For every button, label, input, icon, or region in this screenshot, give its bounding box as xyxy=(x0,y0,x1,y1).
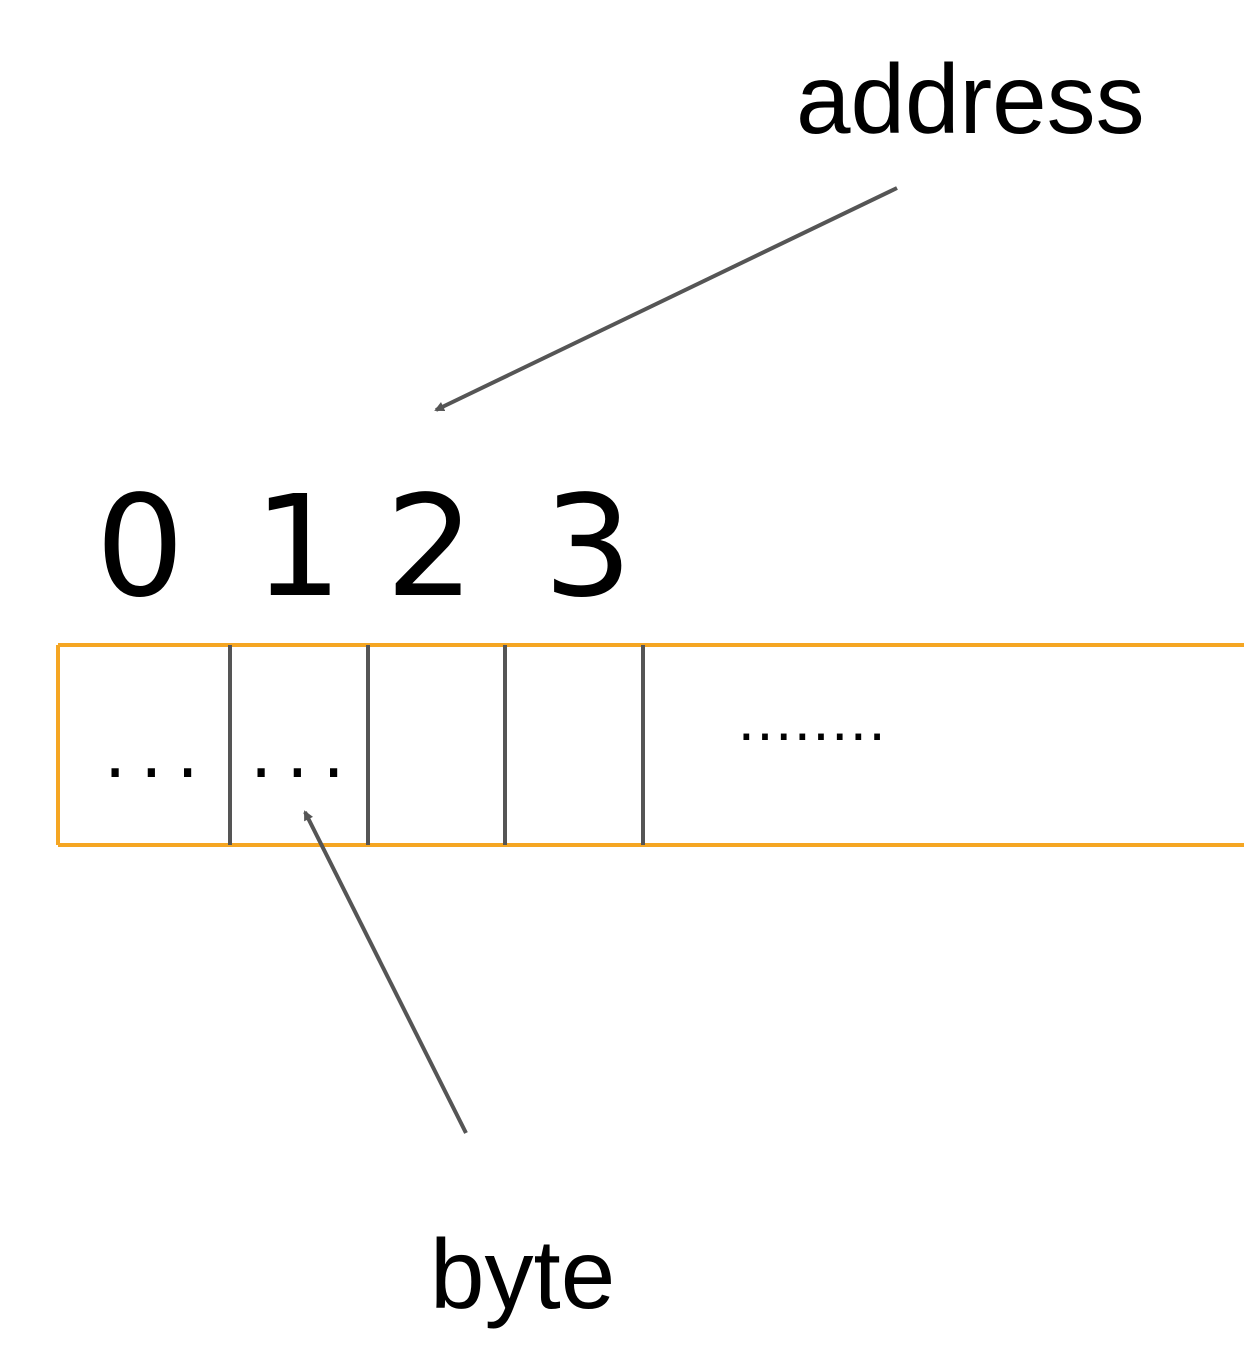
cell-0-dots: ... xyxy=(104,712,213,794)
address-arrow xyxy=(434,186,898,412)
byte-label: byte xyxy=(430,1219,616,1329)
cell-1-dots: ... xyxy=(250,712,359,794)
address-number-3: 3 xyxy=(543,466,633,629)
byte-arrow xyxy=(303,810,468,1134)
memory-strip xyxy=(56,643,1244,847)
strip-continuation-dots: ........ xyxy=(738,686,888,753)
cell-dividers xyxy=(228,645,645,845)
address-number-1: 1 xyxy=(253,466,343,629)
address-label: address xyxy=(796,44,1145,154)
address-number-0: 0 xyxy=(95,466,185,629)
address-number-2: 2 xyxy=(385,466,475,629)
